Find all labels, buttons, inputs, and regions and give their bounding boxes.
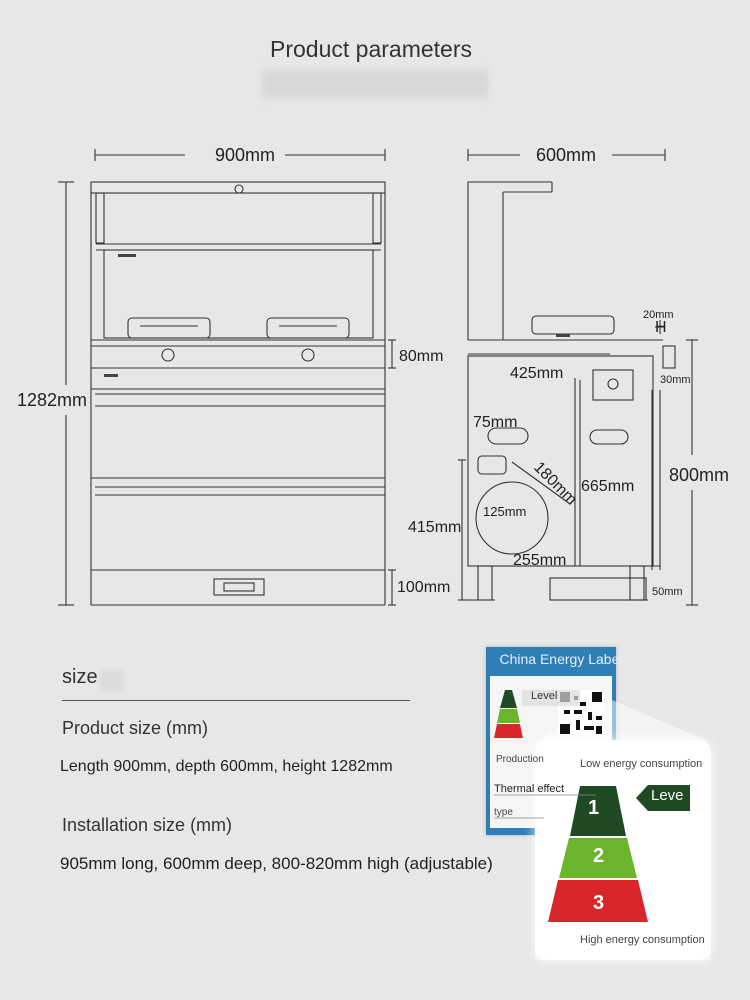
energy-type-label: type [494, 807, 513, 818]
foot-label: 50mm [652, 586, 683, 598]
product-size-label: Product size (mm) [62, 718, 209, 738]
cap-label: 20mm [643, 309, 674, 321]
side-depth-label: 600mm [536, 145, 596, 165]
technical-drawing: 900mm 1282mm 80mm 100mm 600mm 20mm H 30m… [17, 145, 729, 606]
energy-zoom-panel [535, 740, 711, 960]
energy-level-2: 2 [593, 845, 605, 867]
pipe-height-label: 415mm [408, 519, 461, 536]
low-consumption-label: Low energy consumption [580, 758, 703, 770]
energy-level-mini: Level [531, 690, 558, 702]
cap-mark: H [655, 319, 667, 336]
reach-label: 425mm [510, 365, 563, 382]
divider [62, 700, 410, 701]
gap-label: 30mm [660, 374, 691, 386]
size-heading: size [62, 666, 98, 688]
product-size-value: Length 900mm, depth 600mm, height 1282mm [60, 758, 393, 775]
diagonal-label: 180mm [530, 459, 580, 509]
counter-height-label: 800mm [669, 465, 729, 485]
installation-size-label: Installation size (mm) [62, 815, 233, 835]
blurred-heading-suffix [100, 670, 124, 692]
inlet-label: 75mm [473, 414, 517, 431]
energy-level-1: 1 [588, 797, 600, 819]
base-height-label: 100mm [397, 579, 450, 596]
front-width-label: 900mm [215, 145, 275, 165]
installation-size-value: 905mm long, 600mm deep, 800-820mm high (… [60, 854, 493, 873]
level-tag: Leve [651, 787, 684, 804]
high-consumption-label: High energy consumption [580, 934, 705, 946]
page-title: Product parameters [270, 36, 472, 62]
blurred-subtitle [262, 70, 488, 98]
offset-label: 255mm [513, 552, 566, 569]
energy-thermal-label: Thermal effect [494, 783, 565, 795]
energy-label-title: China Energy Label [499, 651, 623, 667]
front-height-label: 1282mm [17, 390, 87, 410]
panel-height-label: 80mm [399, 348, 443, 365]
cabinet-height-label: 665mm [581, 478, 634, 495]
energy-production-label: Production [496, 754, 544, 765]
pipe-diameter-label: 125mm [483, 504, 526, 519]
energy-level-3: 3 [593, 892, 605, 914]
